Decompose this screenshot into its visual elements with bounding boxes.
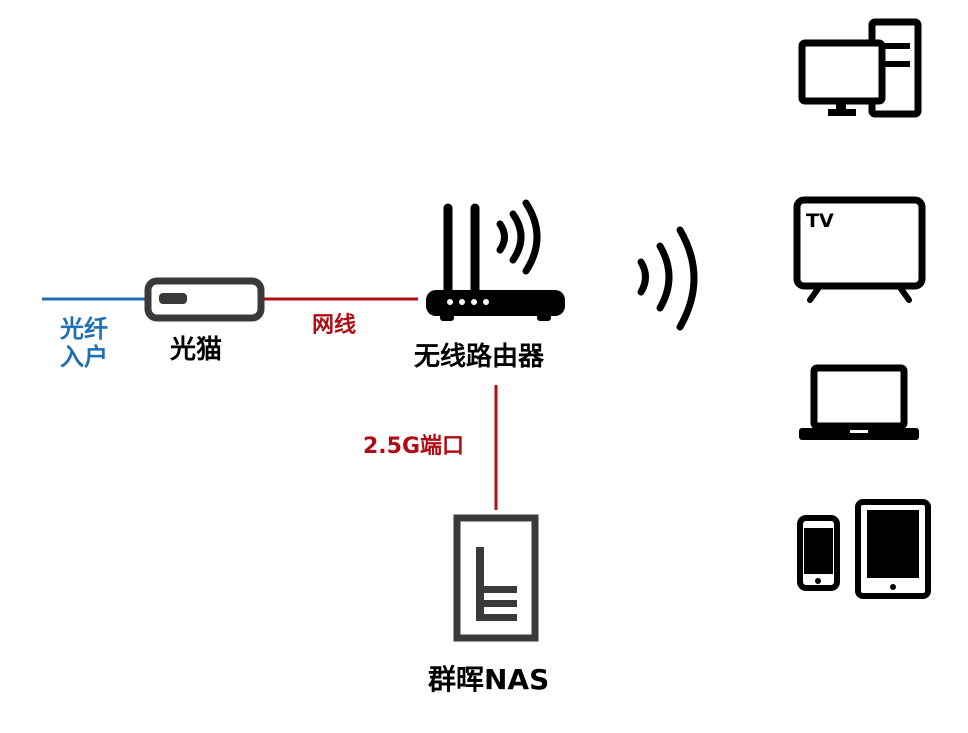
nas-label: 群晖NAS bbox=[428, 663, 550, 696]
modem-label: 光猫 bbox=[170, 335, 223, 365]
tv-screen-label: TV bbox=[806, 210, 834, 232]
desktop-computer-icon bbox=[798, 18, 922, 118]
tv-icon: TV bbox=[793, 196, 926, 303]
wifi-signal-icon bbox=[637, 226, 698, 331]
fiber-label-line2: 入户 bbox=[60, 342, 108, 371]
fiber-entry-label: 光纤 入户 bbox=[60, 315, 132, 371]
nas-icon bbox=[453, 514, 539, 642]
lan-cable-label: 网线 bbox=[312, 313, 357, 338]
phone-icon bbox=[797, 515, 840, 591]
port-label: 2.5G端口 bbox=[363, 434, 465, 459]
tablet-icon bbox=[855, 499, 931, 599]
router-label: 无线路由器 bbox=[414, 342, 545, 372]
laptop-icon bbox=[799, 364, 919, 440]
wifi-router-icon bbox=[426, 199, 565, 321]
modem-icon bbox=[144, 277, 265, 322]
fiber-label-line1: 光纤 bbox=[60, 315, 108, 343]
